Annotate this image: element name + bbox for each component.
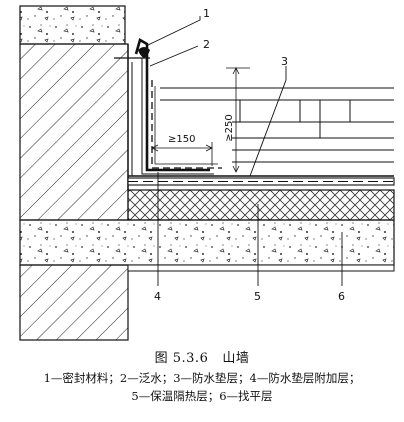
gable-wall-masonry — [19, 43, 129, 341]
callout-3: 3 — [281, 55, 288, 68]
dimension-vertical: ≥250 — [224, 67, 250, 173]
wall-coping — [19, 5, 126, 45]
underlayment-additional-layer — [151, 80, 222, 169]
underlayment — [127, 175, 395, 186]
callout-2: 2 — [203, 38, 210, 51]
flashing — [134, 38, 214, 175]
caption-title: 图 5.3.6 山墙 — [0, 349, 404, 369]
legend-line-1: 1—密封材料；2—泛水；3—防水垫层；4—防水垫层附加层； — [43, 371, 361, 385]
insulation-layer — [127, 189, 395, 221]
leader-lines — [145, 16, 343, 286]
callout-6: 6 — [338, 290, 345, 303]
sealant — [114, 47, 150, 59]
callout-4: 4 — [154, 290, 161, 303]
dimension-vertical-text: ≥250 — [224, 114, 235, 141]
callout-1: 1 — [203, 7, 210, 20]
figure-number: 图 5.3.6 — [154, 351, 209, 366]
wall-face-line — [127, 44, 133, 190]
roof-tiles — [160, 87, 394, 163]
levelling-layer-slab — [19, 219, 395, 272]
dimension-horizontal: ≥150 — [151, 134, 213, 166]
dimension-horizontal-text: ≥150 — [168, 134, 195, 145]
figure-title: 山墙 — [222, 351, 250, 366]
callout-5: 5 — [254, 290, 261, 303]
legend-line-2: 5—保温隔热层；6—找平层 — [131, 389, 273, 403]
gable-wall-section-diagram: ≥250 ≥150 1 2 3 4 5 6 — [19, 5, 395, 341]
